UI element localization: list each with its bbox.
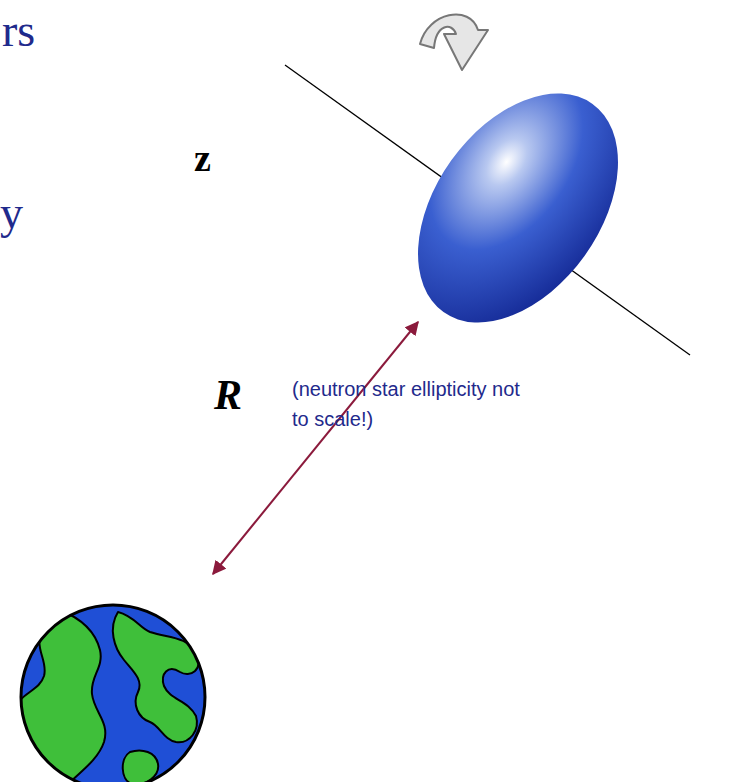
earth — [20, 605, 205, 782]
text-fragment: y — [0, 188, 23, 239]
title-fragment: rs — [2, 6, 35, 57]
neutron-star — [377, 56, 659, 360]
distance-arrow — [213, 322, 418, 574]
rotation-arrow — [420, 14, 488, 70]
distance-label: R — [214, 372, 242, 418]
axis-label: z — [194, 138, 211, 180]
scale-note: (neutron star ellipticity not to scale!) — [292, 374, 532, 434]
